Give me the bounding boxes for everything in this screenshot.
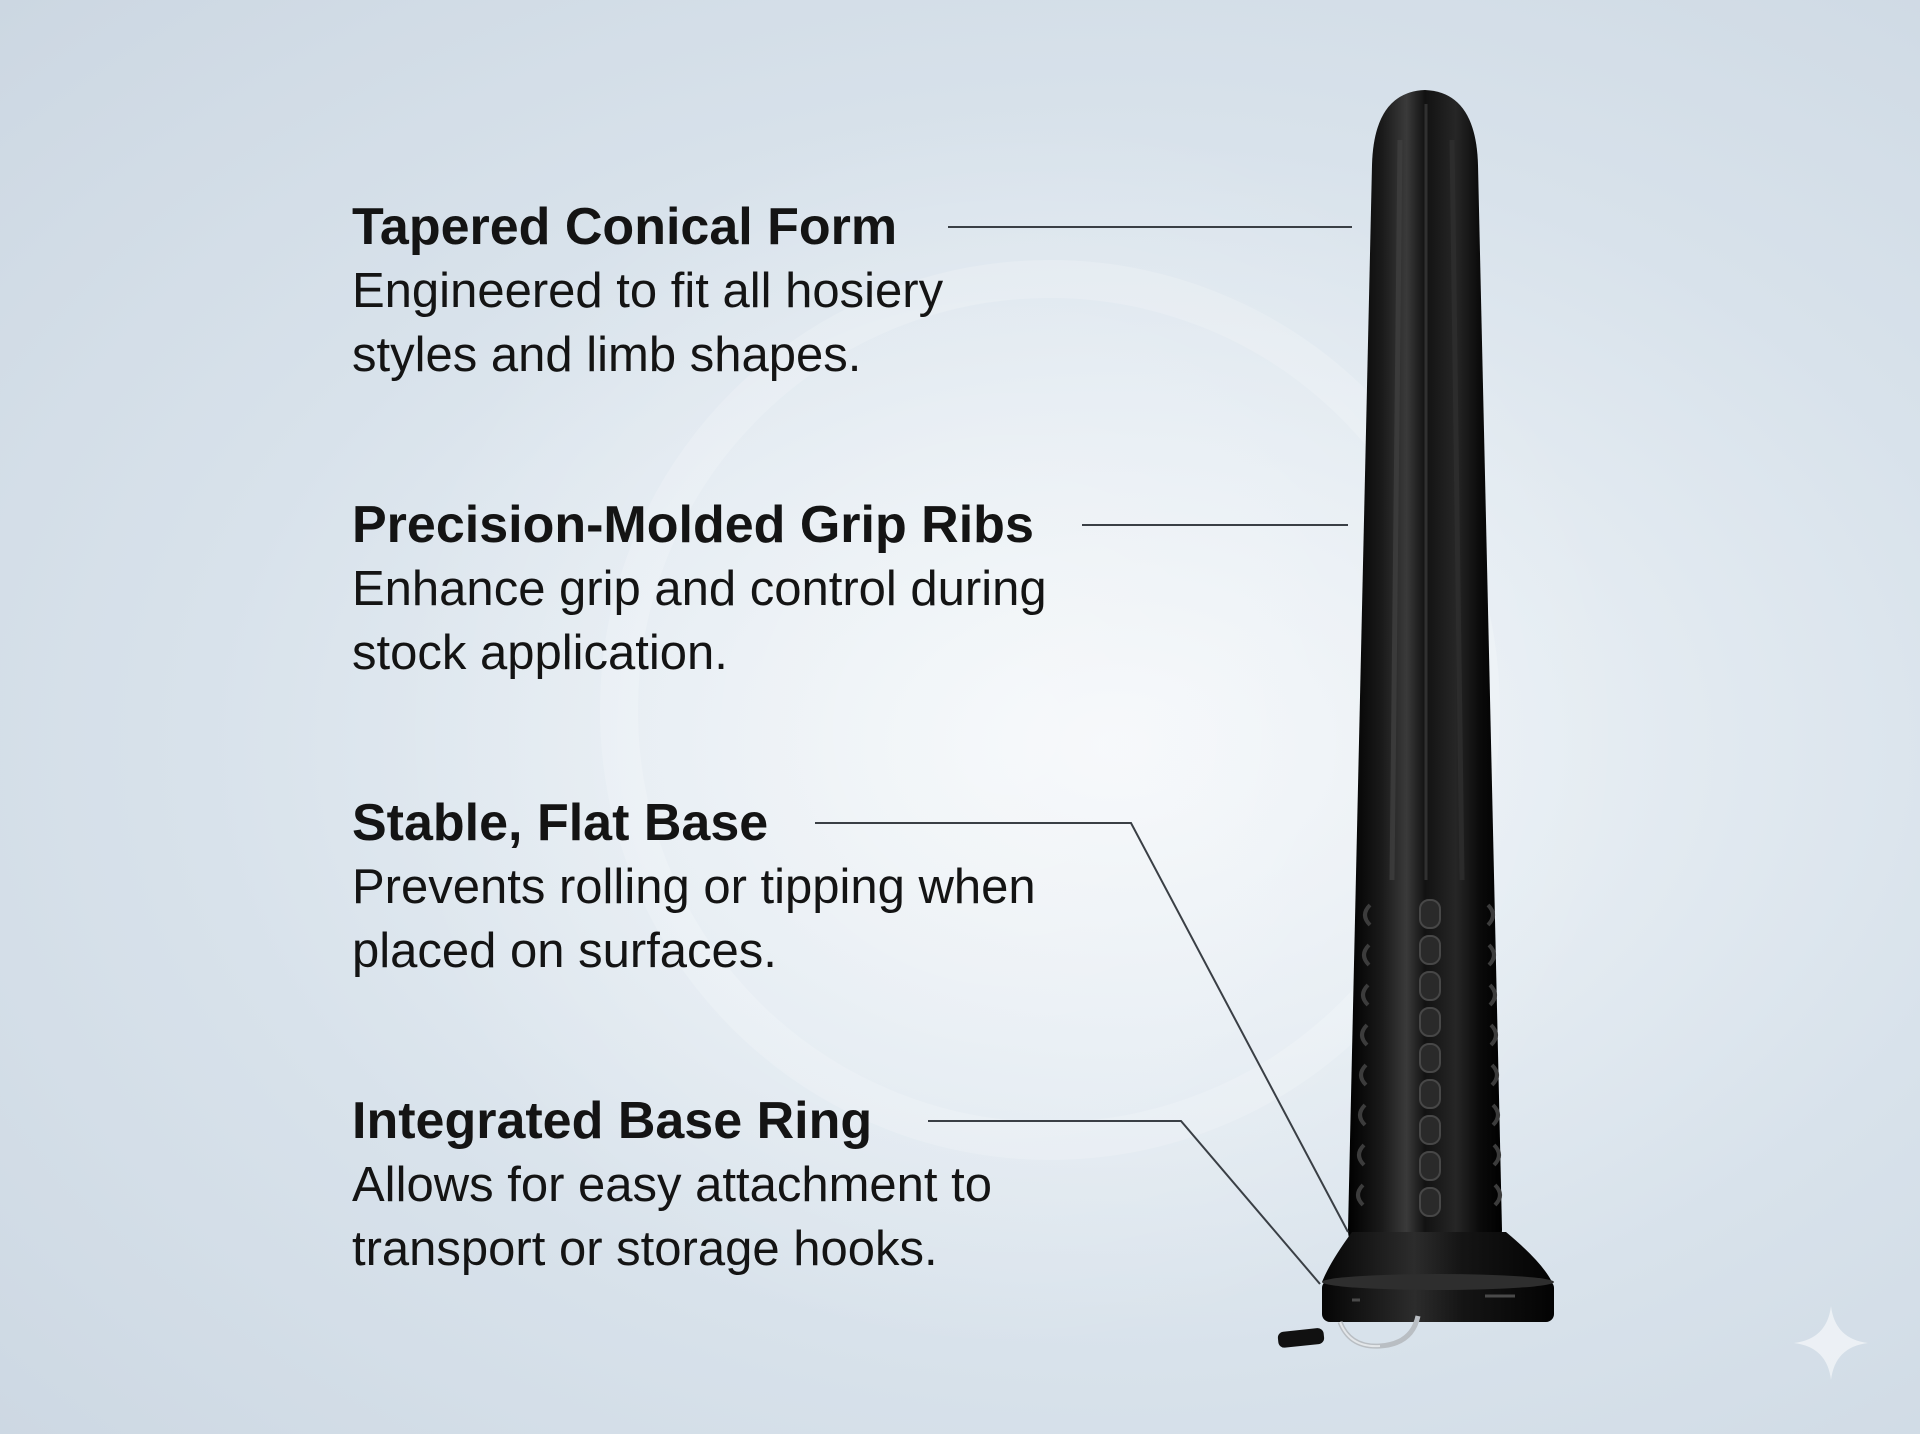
feature-title: Tapered Conical Form bbox=[352, 198, 898, 256]
side-ribs-right bbox=[1486, 903, 1502, 1207]
feature-description: Allows for easy attachment to transport … bbox=[352, 1158, 993, 1276]
base-plate bbox=[1322, 1280, 1554, 1322]
feature-title: Precision-Molded Grip Ribs bbox=[352, 496, 1034, 554]
side-ribs-left bbox=[1356, 903, 1372, 1207]
sparkle-icon bbox=[1794, 1306, 1868, 1380]
feature-title: Integrated Base Ring bbox=[352, 1092, 873, 1150]
flat-base bbox=[1322, 1232, 1552, 1282]
feature-precision-molded-grip-ribs: Precision-Molded Grip Ribs Enhance grip … bbox=[352, 493, 1112, 685]
feature-tapered-conical-form: Tapered Conical Form Engineered to fit a… bbox=[352, 195, 1112, 387]
feature-integrated-base-ring: Integrated Base Ring Allows for easy att… bbox=[352, 1089, 1112, 1281]
feature-stable-flat-base: Stable, Flat Base Prevents rolling or ti… bbox=[352, 791, 1112, 983]
feature-description: Engineered to fit all hosiery styles and… bbox=[352, 264, 944, 382]
callout-line-ring bbox=[928, 1120, 1321, 1285]
callout-line-base bbox=[815, 822, 1349, 1233]
feature-description: Prevents rolling or tipping when placed … bbox=[352, 860, 1036, 978]
grip-ribs bbox=[1419, 899, 1441, 1217]
base-ring bbox=[1277, 1315, 1421, 1349]
feature-description: Enhance grip and control during stock ap… bbox=[352, 562, 1047, 680]
feature-title: Stable, Flat Base bbox=[352, 794, 769, 852]
